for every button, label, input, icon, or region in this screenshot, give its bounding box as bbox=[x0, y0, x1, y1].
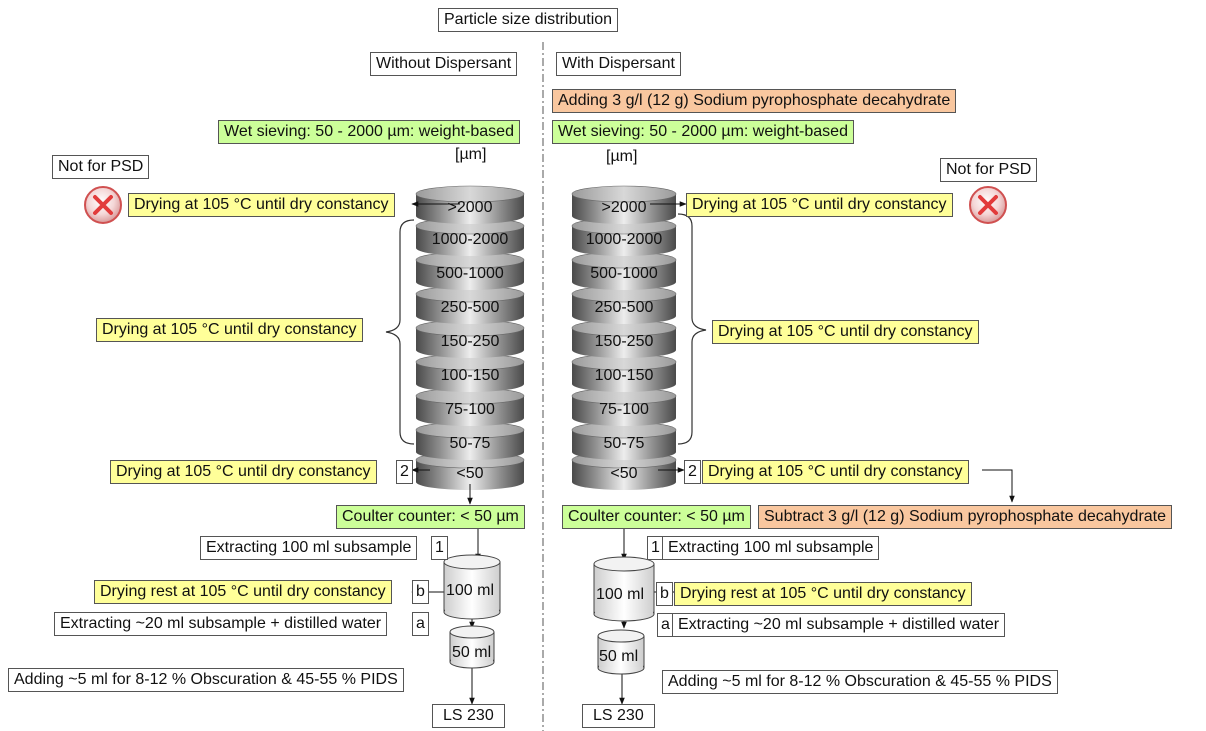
left-cylinder-100ml bbox=[443, 554, 501, 620]
left-step-2: 2 bbox=[396, 460, 413, 484]
left-sieve-band: 250-500 bbox=[415, 285, 525, 324]
right-sieve-band: 50-75 bbox=[571, 421, 677, 460]
left-adding-5ml: Adding ~5 ml for 8-12 % Obscuration & 45… bbox=[8, 668, 404, 692]
right-sieve-band: 150-250 bbox=[571, 319, 677, 358]
left-step-1: 1 bbox=[431, 536, 448, 560]
right-sieve-band: >2000 bbox=[571, 185, 677, 224]
left-sieve-band: 500-1000 bbox=[415, 251, 525, 290]
left-cylinder-50-label: 50 ml bbox=[452, 644, 492, 661]
right-cylinder-50ml bbox=[597, 629, 645, 675]
right-wet-sieving: Wet sieving: 50 - 2000 µm: weight-based bbox=[552, 120, 854, 144]
left-wet-sieving: Wet sieving: 50 - 2000 µm: weight-based bbox=[218, 120, 520, 144]
right-sieve-band: 75-100 bbox=[571, 387, 677, 426]
left-sieve-band: 75-100 bbox=[415, 387, 525, 426]
right-sieve-label: 150-250 bbox=[595, 333, 654, 350]
right-cylinder-100-label: 100 ml bbox=[596, 586, 645, 603]
right-unit-label: [µm] bbox=[606, 148, 638, 165]
left-sieve-label: 75-100 bbox=[445, 401, 495, 418]
right-sieve-band: 250-500 bbox=[571, 285, 677, 324]
right-step-b: b bbox=[656, 582, 673, 606]
left-sieve-band: >2000 bbox=[415, 185, 525, 224]
left-step-b: b bbox=[412, 580, 429, 604]
left-drying-rest: Drying rest at 105 °C until dry constanc… bbox=[94, 580, 392, 604]
right-brace bbox=[677, 213, 707, 445]
right-adding-5ml: Adding ~5 ml for 8-12 % Obscuration & 45… bbox=[662, 670, 1058, 694]
left-sieve-label: 1000-2000 bbox=[432, 231, 509, 248]
left-sieve-label: 250-500 bbox=[441, 299, 500, 316]
left-coulter-counter: Coulter counter: < 50 µm bbox=[336, 505, 525, 529]
right-sieve-label: 500-1000 bbox=[590, 265, 658, 282]
left-ls230: LS 230 bbox=[432, 704, 505, 728]
right-coulter-counter: Coulter counter: < 50 µm bbox=[562, 505, 751, 529]
page-title: Particle size distribution bbox=[438, 8, 619, 32]
left-sieve-label: 100-150 bbox=[441, 367, 500, 384]
left-sieve-label: >2000 bbox=[448, 199, 493, 216]
left-extracting-20: Extracting ~20 ml subsample + distilled … bbox=[54, 612, 388, 636]
left-header: Without Dispersant bbox=[370, 52, 518, 76]
right-step-2: 2 bbox=[684, 460, 701, 484]
right-sieve-label: 100-150 bbox=[595, 367, 654, 384]
right-sieve-label: 75-100 bbox=[599, 401, 649, 418]
right-extracting-100: Extracting 100 ml subsample bbox=[662, 536, 880, 560]
right-sieve-label: 1000-2000 bbox=[586, 231, 663, 248]
right-header: With Dispersant bbox=[556, 52, 681, 76]
left-sieve-label: 150-250 bbox=[441, 333, 500, 350]
right-sieve-stack: <50 50-75 75-100 100-150 150-250 250-500 500-1… bbox=[571, 185, 677, 490]
left-brace bbox=[385, 219, 415, 445]
left-cylinder-100-label: 100 ml bbox=[446, 582, 495, 599]
right-ls230: LS 230 bbox=[582, 704, 655, 728]
right-cylinder-50-label: 50 ml bbox=[599, 648, 639, 665]
left-sieve-band: 100-150 bbox=[415, 353, 525, 392]
right-sieve-label: 50-75 bbox=[604, 435, 645, 452]
right-drying-bottom: Drying at 105 °C until dry constancy bbox=[702, 460, 969, 484]
left-unit-label: [µm] bbox=[455, 146, 487, 163]
right-adding-dispersant: Adding 3 g/l (12 g) Sodium pyrophosphate… bbox=[552, 89, 957, 113]
right-drying-rest: Drying rest at 105 °C until dry constanc… bbox=[674, 582, 972, 606]
left-cylinder-50ml bbox=[449, 625, 495, 669]
left-sieve-stack: <50 50-75 75-100 100-150 150-250 250-500 500-1… bbox=[415, 185, 525, 490]
left-sieve-band: 150-250 bbox=[415, 319, 525, 358]
right-extracting-20: Extracting ~20 ml subsample + distilled … bbox=[672, 613, 1006, 637]
right-sieve-band: 500-1000 bbox=[571, 251, 677, 290]
red-x-circle-icon bbox=[969, 186, 1007, 224]
left-drying-mid: Drying at 105 °C until dry constancy bbox=[96, 318, 363, 342]
left-drying-bottom: Drying at 105 °C until dry constancy bbox=[110, 460, 377, 484]
right-drying-top: Drying at 105 °C until dry constancy bbox=[686, 193, 953, 217]
arrow-right-drying-to-subtract bbox=[982, 469, 1015, 503]
right-sieve-band: 100-150 bbox=[571, 353, 677, 392]
left-sieve-label: 500-1000 bbox=[436, 265, 504, 282]
right-subtract-dispersant: Subtract 3 g/l (12 g) Sodium pyrophospha… bbox=[758, 505, 1173, 529]
right-drying-mid: Drying at 105 °C until dry constancy bbox=[712, 320, 979, 344]
right-not-for-psd: Not for PSD bbox=[940, 158, 1038, 182]
right-sieve-label: 250-500 bbox=[595, 299, 654, 316]
right-sieve-label: >2000 bbox=[602, 199, 647, 216]
left-drying-top: Drying at 105 °C until dry constancy bbox=[128, 193, 395, 217]
red-x-circle-icon bbox=[84, 186, 122, 224]
left-sieve-label: 50-75 bbox=[450, 435, 491, 452]
left-step-a: a bbox=[412, 612, 429, 636]
right-cylinder-100ml bbox=[593, 556, 655, 622]
right-sieve-label: <50 bbox=[610, 465, 637, 482]
left-not-for-psd: Not for PSD bbox=[52, 155, 150, 179]
left-sieve-band: 50-75 bbox=[415, 421, 525, 460]
left-extracting-100: Extracting 100 ml subsample bbox=[200, 536, 418, 560]
left-sieve-label: <50 bbox=[456, 465, 483, 482]
